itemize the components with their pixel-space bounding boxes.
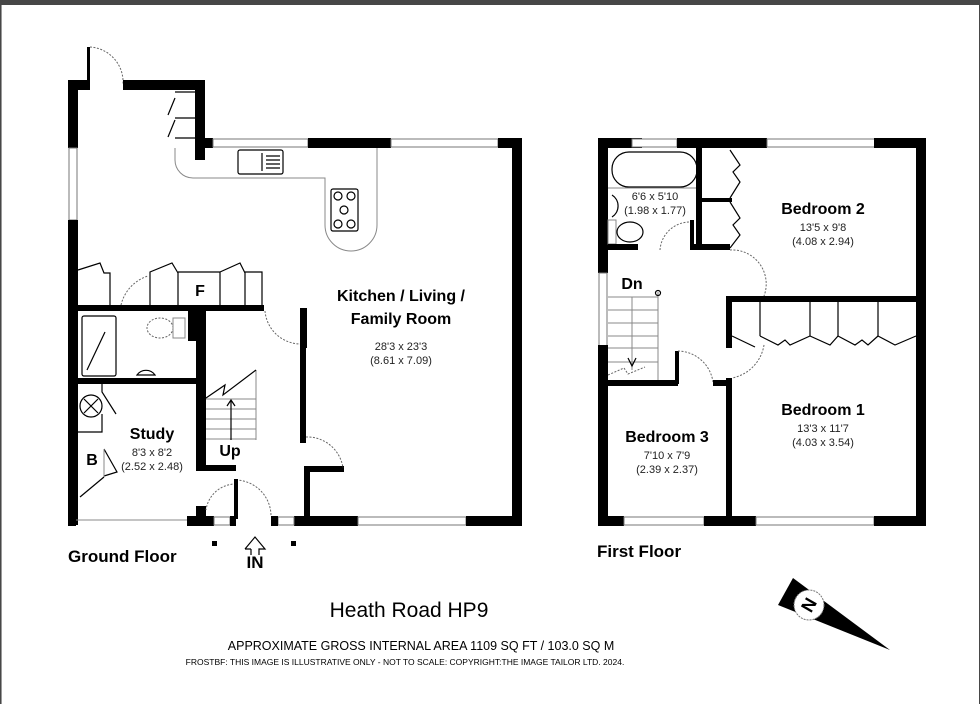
stairs-up-label: Up <box>219 443 241 460</box>
fridge-label: F <box>195 283 205 300</box>
kitchen-dim-imperial: 28'3 x 23'3 <box>375 341 428 353</box>
bedroom1-dim-imperial: 13'3 x 11'7 <box>797 423 849 435</box>
study-dim-imperial: 8'3 x 8'2 <box>132 447 172 459</box>
entrance-label: IN <box>247 553 264 572</box>
bedroom1-dim-metric: (4.03 x 3.54) <box>792 437 854 449</box>
floorplan-page <box>1 5 979 704</box>
gross-area-text: APPROXIMATE GROSS INTERNAL AREA 1109 SQ … <box>228 639 614 653</box>
bedroom2-name: Bedroom 2 <box>781 201 865 218</box>
study-dim-metric: (2.52 x 2.48) <box>121 461 183 473</box>
ground-floor-label: Ground Floor <box>68 547 177 566</box>
study-name: Study <box>130 426 175 443</box>
boiler-label: B <box>86 452 98 469</box>
bathroom-dim-imperial: 6'6 x 5'10 <box>632 191 678 203</box>
first-floor-label: First Floor <box>597 542 681 561</box>
compass-icon: N <box>778 578 890 650</box>
property-title: Heath Road HP9 <box>330 599 489 622</box>
ground-floor-plan <box>68 46 522 555</box>
window-top-bar <box>0 0 980 5</box>
bedroom3-dim-imperial: 7'10 x 7'9 <box>644 450 690 462</box>
kitchen-name-line2: Family Room <box>351 311 451 328</box>
bedroom2-dim-imperial: 13'5 x 9'8 <box>800 222 846 234</box>
bathroom-dim-metric: (1.98 x 1.77) <box>624 205 686 217</box>
bedroom2-dim-metric: (4.08 x 2.94) <box>792 236 854 248</box>
bedroom3-dim-metric: (2.39 x 2.37) <box>636 464 698 476</box>
kitchen-dim-metric: (8.61 x 7.09) <box>370 355 432 367</box>
first-floor-plan <box>598 138 926 526</box>
kitchen-name-line1: Kitchen / Living / <box>337 288 466 305</box>
stairs-down-label: Dn <box>621 276 642 293</box>
bedroom1-name: Bedroom 1 <box>781 402 865 419</box>
copyright-text: FROSTBF: THIS IMAGE IS ILLUSTRATIVE ONLY… <box>186 657 625 667</box>
bedroom3-name: Bedroom 3 <box>625 429 709 446</box>
